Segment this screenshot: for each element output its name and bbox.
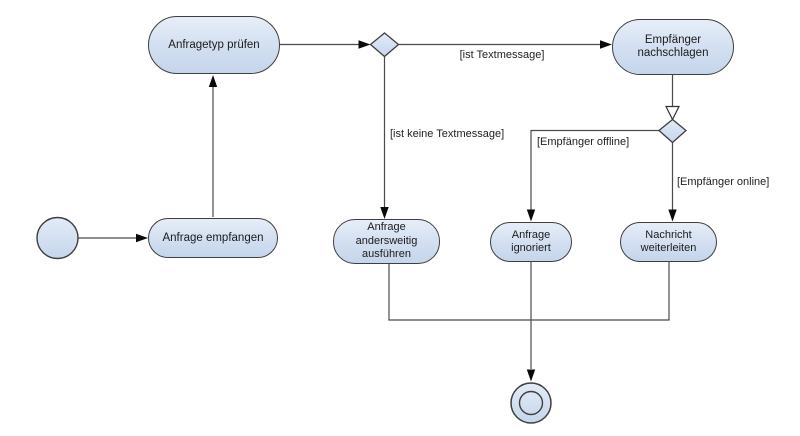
guard-empfaenger-offline: [Empfänger offline] bbox=[537, 136, 630, 148]
action-nachricht-weiterleiten: Nachricht weiterleiten bbox=[620, 222, 717, 262]
arrowhead-icon bbox=[358, 40, 371, 49]
guard-ist-keine-textmessage: [ist keine Textmessage] bbox=[390, 128, 505, 140]
arrowhead-icon bbox=[208, 75, 218, 87]
final-node bbox=[510, 382, 552, 424]
guard-ist-textmessage: [ist Textmessage] bbox=[459, 49, 545, 61]
arrowhead-icon bbox=[380, 207, 389, 219]
action-anfrage-ignoriert: Anfrage ignoriert bbox=[490, 222, 572, 262]
action-label: Empfänger nachschlagen bbox=[637, 34, 709, 59]
edge-decision2-to-weiterleiten bbox=[668, 142, 677, 222]
edge-decision1-to-nachschlagen bbox=[398, 40, 612, 49]
edge-initial-to-empfangen bbox=[78, 233, 148, 243]
open-arrowhead-icon bbox=[665, 105, 680, 121]
edge-decision2-to-ignoriert bbox=[526, 129, 659, 222]
arrowhead-icon bbox=[600, 40, 612, 49]
edge-empfangen-to-pruefen bbox=[208, 75, 218, 217]
arrowhead-icon bbox=[136, 233, 148, 243]
action-anfragetyp-pruefen: Anfragetyp prüfen bbox=[148, 16, 280, 74]
arrowhead-icon bbox=[526, 369, 536, 382]
action-anfrage-empfangen: Anfrage empfangen bbox=[148, 218, 278, 258]
arrowhead-icon bbox=[526, 209, 536, 222]
arrowhead-icon bbox=[668, 209, 677, 222]
action-label: Nachricht weiterleiten bbox=[640, 228, 697, 255]
final-node-inner-ring bbox=[518, 390, 544, 416]
initial-node bbox=[36, 216, 79, 260]
edge-merge-to-final bbox=[388, 262, 670, 382]
action-label: Anfrage empfangen bbox=[162, 231, 264, 244]
action-label: Anfragetyp prüfen bbox=[168, 38, 260, 51]
action-label: Anfrage ignoriert bbox=[511, 228, 551, 255]
edge-pruefen-to-decision1 bbox=[280, 40, 371, 49]
guard-empfaenger-online: [Empfänger online] bbox=[677, 176, 770, 188]
edge-nachschlagen-to-decision2 bbox=[665, 75, 680, 121]
decision-empfaenger-status-diamond bbox=[657, 118, 688, 144]
action-anfrage-andersweitig-ausfuehren: Anfrage andersweitig ausführen bbox=[333, 219, 440, 264]
edge-decision1-to-andersweitig bbox=[380, 56, 389, 219]
action-label: Anfrage andersweitig ausführen bbox=[355, 221, 418, 261]
decision-nachrichtentyp-diamond bbox=[369, 32, 400, 58]
action-empfaenger-nachschlagen: Empfänger nachschlagen bbox=[612, 19, 734, 75]
